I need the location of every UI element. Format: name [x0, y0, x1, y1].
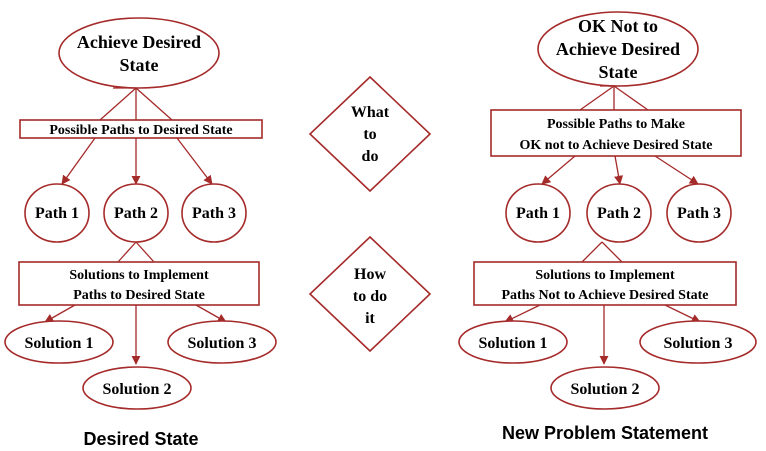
solution-1-label: Solution 1 [479, 335, 548, 352]
what-line-3: do [362, 148, 379, 165]
what-line-1: What [351, 104, 390, 121]
solution-3-label: Solution 3 [664, 335, 733, 352]
arrow [44, 304, 76, 323]
solutions-box [473, 261, 737, 306]
solution-1-ellipse [4, 320, 114, 364]
goal-line-3: State [599, 62, 638, 82]
what-diamond [308, 75, 432, 193]
solutions-box [18, 261, 260, 306]
how-line-2: to do [353, 288, 387, 305]
connector [601, 241, 623, 263]
how-diamond [308, 235, 432, 353]
arrow [176, 137, 213, 185]
path-1-ellipse [24, 183, 90, 243]
paths-box-line-2: OK not to Achieve Desired State [520, 138, 713, 153]
path-1-label: Path 1 [516, 205, 560, 222]
connector [581, 241, 603, 263]
connector [99, 87, 137, 121]
goal-line-1: OK Not to [578, 16, 658, 36]
connector [579, 85, 615, 111]
connector [117, 241, 137, 263]
solutions-box-line-1: Solutions to Implement [535, 268, 675, 283]
solution-1-ellipse [458, 320, 568, 364]
paths-box [19, 119, 263, 139]
solutions-box-line-1: Solutions to Implement [69, 268, 209, 283]
left-diagram: Achieve Desired State Possible Paths to … [4, 17, 277, 449]
goal-line-2: Achieve Desired [556, 39, 680, 59]
left-caption: Desired State [83, 429, 198, 449]
arrow [195, 304, 227, 323]
solution-3-ellipse [639, 320, 757, 364]
arrow [541, 155, 576, 185]
paths-box [490, 109, 742, 157]
how-line-3: it [365, 310, 375, 327]
solutions-box-line-2: Paths Not to Achieve Desired State [502, 288, 709, 303]
goal-ellipse [537, 11, 699, 87]
path-3-ellipse [181, 183, 247, 243]
goal-line-2: State [120, 55, 159, 75]
paths-box-line-1: Possible Paths to Desired State [49, 123, 232, 138]
arrow [654, 155, 699, 185]
path-3-label: Path 3 [192, 205, 236, 222]
solution-3-label: Solution 3 [188, 335, 257, 352]
how-line-1: How [354, 266, 386, 283]
path-3-label: Path 3 [677, 205, 721, 222]
middle-diamonds: What to do How to do it [308, 75, 432, 353]
right-diagram: OK Not to Achieve Desired State Possible… [458, 11, 757, 443]
path-2-label: Path 2 [114, 205, 158, 222]
path-2-label: Path 2 [597, 205, 641, 222]
goal-ellipse [58, 17, 220, 89]
solution-2-label: Solution 2 [571, 381, 640, 398]
goal-line-1: Achieve Desired [77, 32, 201, 52]
what-line-2: to [363, 126, 376, 143]
connector [613, 85, 649, 111]
solution-1-label: Solution 1 [25, 335, 94, 352]
path-1-label: Path 1 [35, 205, 79, 222]
solution-2-label: Solution 2 [103, 381, 172, 398]
path-1-ellipse [505, 183, 571, 243]
arrow [664, 304, 701, 323]
connector [135, 87, 173, 121]
arrow [61, 137, 96, 185]
solution-3-ellipse [167, 320, 277, 364]
path-3-ellipse [666, 183, 732, 243]
path-2-ellipse [586, 183, 652, 243]
path-2-ellipse [103, 183, 169, 243]
solutions-box-line-2: Paths to Desired State [73, 288, 205, 303]
solution-2-ellipse [550, 366, 660, 410]
solution-2-ellipse [82, 366, 192, 410]
connector [135, 241, 155, 263]
arrow [504, 304, 541, 323]
paths-box-line-1: Possible Paths to Make [547, 117, 685, 132]
right-caption: New Problem Statement [502, 423, 708, 443]
arrow [614, 155, 624, 185]
